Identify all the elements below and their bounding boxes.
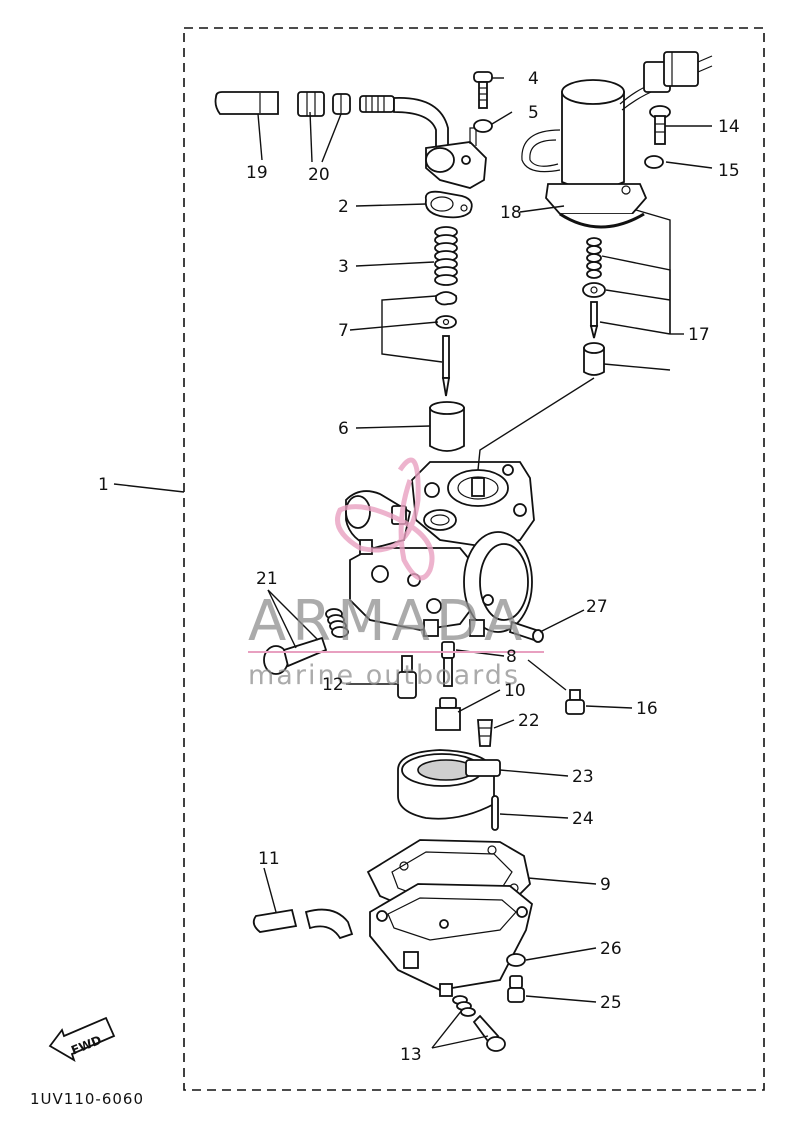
label-23: 23 (572, 767, 594, 787)
part-8-pilot-jet (441, 641, 455, 687)
part-22-main-jet (477, 719, 493, 747)
part-23-float (397, 749, 501, 820)
watermark-tagline: marine outboards (248, 660, 520, 691)
part-26-washer (506, 953, 526, 967)
label-9: 9 (600, 875, 611, 895)
part-11-drain-hose (252, 908, 354, 940)
throttle-cable (359, 95, 449, 151)
diagram-code: 1UV110-6060 (30, 1090, 144, 1108)
label-5: 5 (528, 103, 539, 123)
label-18: 18 (500, 203, 522, 223)
part-3-spring (434, 226, 458, 286)
label-8: 8 (506, 647, 517, 667)
part-1-carburetor-body (345, 461, 535, 637)
assembly-boundary (183, 27, 765, 1091)
label-4: 4 (528, 69, 539, 89)
chamber-cover (425, 127, 487, 189)
label-12: 12 (322, 675, 344, 695)
label-3: 3 (338, 257, 349, 277)
part-4-screw (473, 71, 493, 109)
watermark-brand: ARMADA (248, 589, 528, 654)
label-11: 11 (258, 849, 280, 869)
part-15-washer (644, 155, 664, 169)
part-18-oring (559, 212, 645, 229)
part-16-screw (565, 689, 585, 715)
part-5-washer (473, 119, 493, 133)
label-21: 21 (256, 569, 278, 589)
label-13: 13 (400, 1045, 422, 1065)
part-13-screw-and-spring (452, 995, 506, 1052)
label-17: 17 (688, 325, 710, 345)
watermark-flourish (335, 457, 435, 581)
part-2-gasket (424, 190, 473, 219)
label-1: 1 (98, 475, 109, 495)
label-25: 25 (600, 993, 622, 1013)
part-19-cap (214, 91, 279, 115)
label-7: 7 (338, 321, 349, 341)
part-10-main-nozzle (435, 697, 461, 731)
watermark: ARMADA marine outboards (248, 457, 544, 691)
label-19: 19 (246, 163, 268, 183)
label-15: 15 (718, 161, 740, 181)
label-2: 2 (338, 197, 349, 217)
label-27: 27 (586, 597, 608, 617)
part-27-screw (508, 620, 544, 643)
part-17-choke-plunger-set (582, 237, 606, 376)
label-26: 26 (600, 939, 622, 959)
label-22: 22 (518, 711, 540, 731)
label-20: 20 (308, 165, 330, 185)
label-6: 6 (338, 419, 349, 439)
part-14-screw (649, 105, 671, 145)
solenoid-connector (643, 51, 713, 93)
part-25-screw (507, 975, 525, 1003)
part-20-nuts (297, 91, 351, 117)
callout-labels: 1 19 20 2 3 4 5 7 6 14 15 18 17 21 27 8 … (98, 69, 740, 1065)
label-10: 10 (504, 681, 526, 701)
choke-solenoid (521, 79, 657, 215)
part-12-drain-screw (397, 655, 417, 699)
part-7-needle-set (435, 291, 458, 397)
leader-lines (113, 77, 713, 1049)
float-bowl (369, 883, 534, 997)
part-6-throttle-valve (429, 401, 465, 452)
label-16: 16 (636, 699, 658, 719)
label-14: 14 (718, 117, 740, 137)
forward-arrow-icon: FWD (48, 1016, 116, 1062)
label-24: 24 (572, 809, 594, 829)
part-24-float-pin (491, 795, 499, 831)
